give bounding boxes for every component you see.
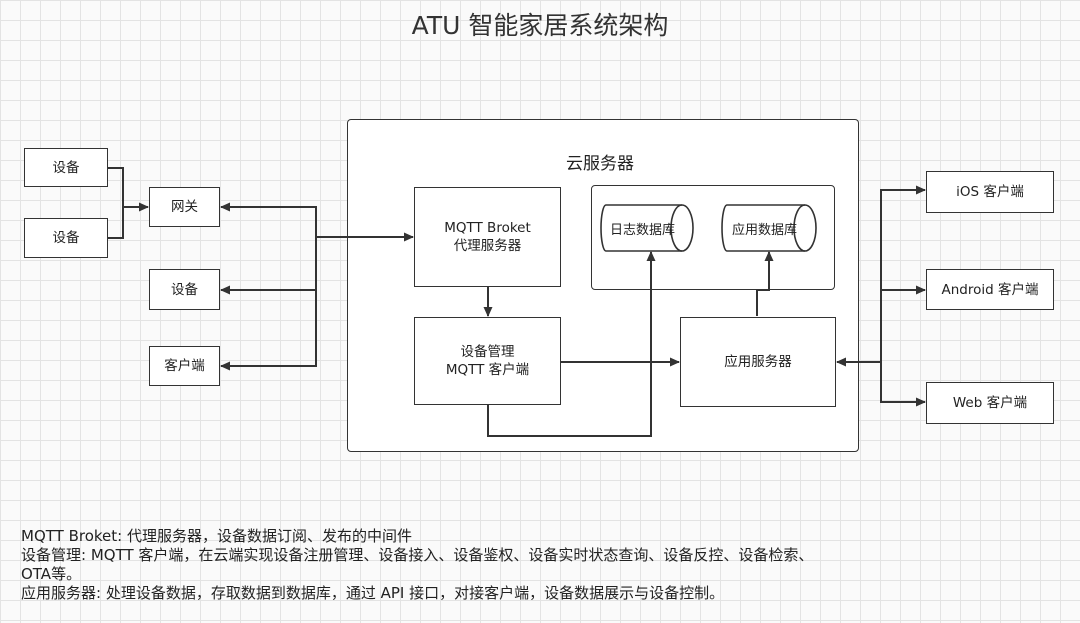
note-line-2: 设备管理: MQTT 客户端，在云端实现设备注册管理、设备接入、设备鉴权、设备实… xyxy=(21,546,814,564)
wire-appserver-appdb xyxy=(756,251,774,316)
device-node-2: 设备 xyxy=(24,218,108,258)
app-server-node: 应用服务器 xyxy=(680,317,836,407)
app-database-label: 应用数据库 xyxy=(731,222,797,238)
gateway-node: 网关 xyxy=(149,187,220,227)
log-database-node: 日志数据库 xyxy=(600,204,695,252)
mqtt-broker-node: MQTT Broket 代理服务器 xyxy=(414,187,561,287)
device-node-1: 设备 xyxy=(24,148,108,187)
note-line-4: 应用服务器: 处理设备数据，存取数据到数据库，通过 API 接口，对接客户端，设… xyxy=(21,584,725,602)
ios-client-node: iOS 客户端 xyxy=(926,171,1054,213)
device-node-3: 设备 xyxy=(149,269,220,310)
wire-device1-junction xyxy=(99,163,124,207)
wire-devmgmt-logdb xyxy=(487,251,656,437)
app-database-cylinder xyxy=(721,204,817,252)
log-database-cylinder xyxy=(600,204,694,252)
cloud-server-label: 云服务器 xyxy=(566,154,634,174)
app-database-node: 应用数据库 xyxy=(721,204,818,252)
wire-bus-device3 xyxy=(220,237,317,295)
mqtt-broker-title: MQTT Broket xyxy=(444,220,531,236)
wire-bus-ios xyxy=(880,185,926,362)
device-management-node: 设备管理 MQTT 客户端 xyxy=(414,317,561,405)
diagram-title: ATU 智能家居系统架构 xyxy=(411,11,669,40)
android-client-node: Android 客户端 xyxy=(926,269,1054,310)
notes-section: MQTT Broket: 代理服务器，设备数据订阅、发布的中间件 设备管理: M… xyxy=(21,527,1061,603)
wire-bus-gateway xyxy=(220,202,317,237)
note-line-3: OTA等。 xyxy=(21,565,82,583)
note-line-1: MQTT Broket: 代理服务器，设备数据订阅、发布的中间件 xyxy=(21,527,412,545)
mqtt-broker-subtitle: 代理服务器 xyxy=(453,238,522,254)
wire-bus-web xyxy=(880,362,926,407)
client-node: 客户端 xyxy=(149,346,220,386)
wire-bus-client xyxy=(220,237,317,371)
log-database-label: 日志数据库 xyxy=(609,222,675,238)
web-client-node: Web 客户端 xyxy=(926,382,1054,424)
device-management-subtitle: MQTT 客户端 xyxy=(445,362,530,378)
wire-bus-android xyxy=(880,285,926,362)
device-management-title: 设备管理 xyxy=(460,344,515,360)
wire-device2-junction xyxy=(99,207,124,243)
